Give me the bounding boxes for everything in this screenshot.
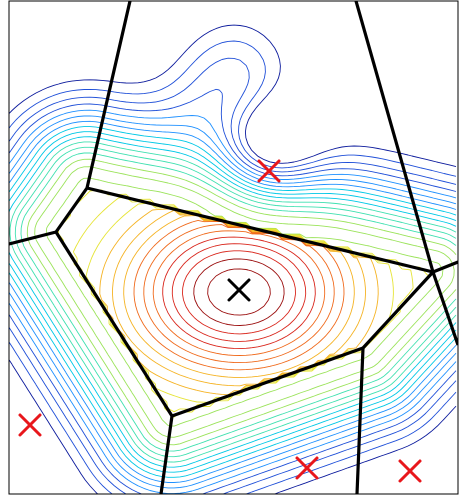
contour-line [162,236,316,350]
contour-line [9,131,457,473]
density-contours [9,24,457,494]
contour-line [9,88,457,494]
contour-line [9,57,457,494]
contour-line [182,250,296,335]
marker-stroke [18,413,42,437]
contour-line [152,230,326,356]
plot-frame [8,0,459,495]
contour-line [9,141,457,463]
contour-line [143,224,335,364]
marker-southeast-cross [398,459,422,483]
contour-line [9,109,457,494]
voronoi-edge [431,271,458,346]
marker-stroke [257,159,281,183]
contour-line [9,120,457,483]
contour-line [112,209,366,387]
voronoi-edge [159,415,174,494]
contour-line [26,158,457,446]
contour-line [207,268,271,316]
contour-line [171,243,307,342]
marker-south-cross [295,456,319,480]
marker-stroke [398,459,422,483]
voronoi-edge [54,231,435,418]
voronoi-edge [9,1,132,246]
contour-line [34,166,455,438]
marker-southwest-cross [18,413,42,437]
voronoi-edges [9,1,458,494]
contour-line [20,152,457,452]
marker-stroke [227,278,251,302]
contour-line [9,126,457,478]
contour-line [9,115,457,489]
contour-line [193,258,285,326]
marker-north-cross [257,159,281,183]
contour-line [123,215,355,378]
contour-line [9,136,457,468]
site-markers [18,159,422,483]
voronoi-edge [355,347,365,494]
voronoi-edge [354,1,435,273]
contour-line [14,146,457,458]
marker-central-cross [227,278,251,302]
marker-stroke [295,456,319,480]
contour-line [9,24,457,494]
contour-line [45,177,444,427]
